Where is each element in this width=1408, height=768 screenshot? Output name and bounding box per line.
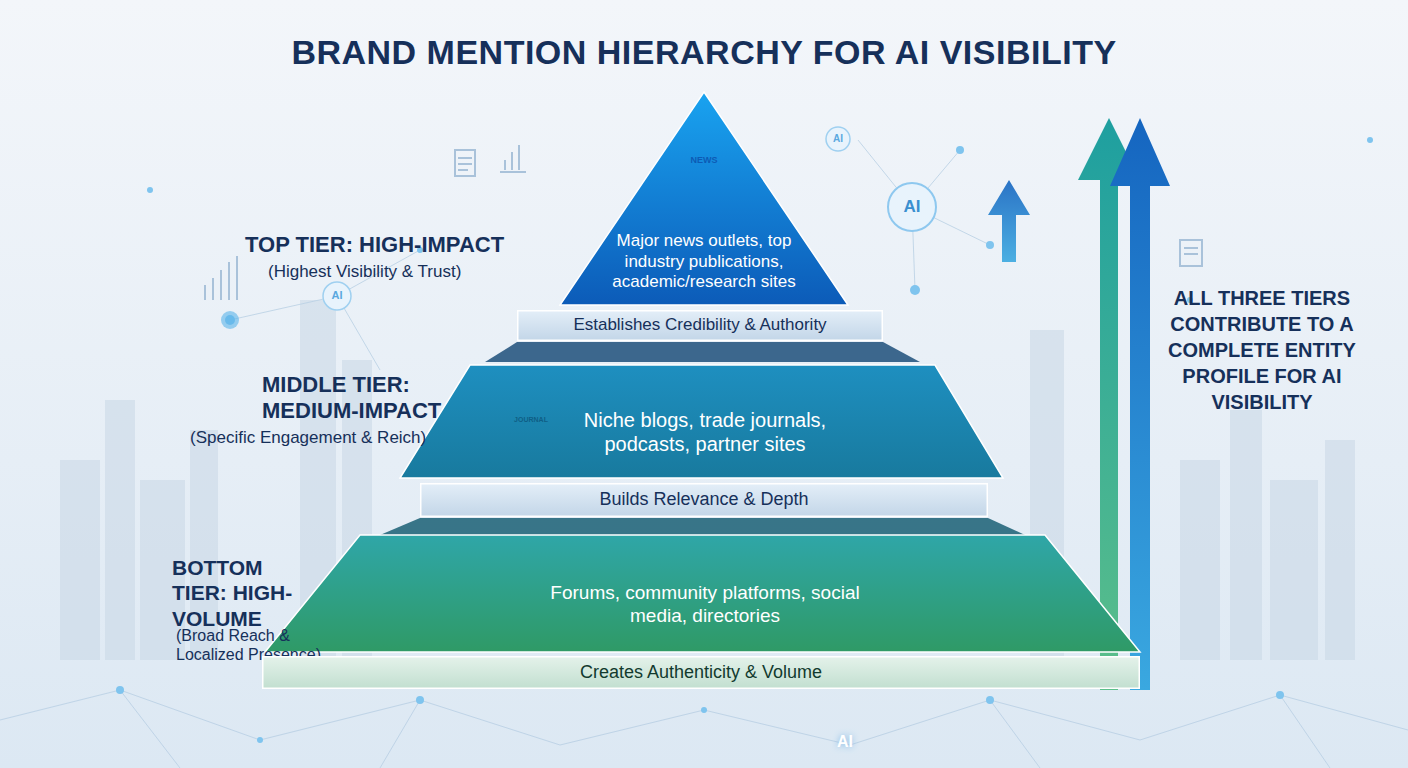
- tier-band: Establishes Credibility & Authority: [517, 310, 883, 341]
- tier-band: Creates Authenticity & Volume: [262, 656, 1140, 689]
- tier-heading: BOTTOM TIER: HIGH-VOLUME: [172, 555, 322, 631]
- pyramid-tier: MIDDLE TIER: MEDIUM-IMPACT(Specific Enga…: [400, 365, 1003, 479]
- side-note: ALL THREE TIERS CONTRIBUTE TO A COMPLETE…: [1147, 285, 1377, 415]
- watermark: AI: [837, 732, 853, 751]
- tier-body: Major news outlets, top industry publica…: [606, 231, 802, 292]
- pyramid-tier: BOTTOM TIER: HIGH-VOLUME(Broad Reach & L…: [265, 535, 1140, 653]
- tier-body: Forums, community platforms, social medi…: [545, 582, 865, 628]
- tier-shape: [400, 365, 1003, 478]
- tier-shape: [263, 657, 1140, 689]
- band-text: Establishes Credibility & Authority: [517, 315, 883, 335]
- ai-badge: AI: [332, 289, 343, 302]
- tier-subheading: (Specific Engagement & Reich): [190, 428, 465, 448]
- pyramid-tier: TOP TIER: HIGH-IMPACT(Highest Visibility…: [520, 92, 888, 306]
- tier-heading: TOP TIER: HIGH-IMPACT: [245, 232, 545, 258]
- tier-band: Builds Relevance & Depth: [420, 483, 988, 517]
- icon-label: NEWS: [691, 155, 718, 166]
- band-text: Creates Authenticity & Volume: [262, 662, 1140, 684]
- tier-body: Niche blogs, trade journals, podcasts, p…: [560, 408, 850, 456]
- tier-subheading: (Highest Visibility & Trust): [268, 262, 538, 282]
- diagram-title: BRAND MENTION HIERARCHY FOR AI VISIBILIT…: [0, 32, 1408, 73]
- tier-shape: [518, 311, 883, 341]
- tier-shape: [560, 92, 848, 305]
- icon-label: JOURNAL: [514, 416, 548, 424]
- tier-shape: [421, 484, 988, 517]
- ai-badge: AI: [833, 133, 843, 145]
- band-text: Builds Relevance & Depth: [420, 489, 988, 511]
- tier-shape: [265, 535, 1140, 652]
- tier-heading: MIDDLE TIER: MEDIUM-IMPACT: [262, 372, 452, 425]
- ai-badge: AI: [904, 197, 921, 217]
